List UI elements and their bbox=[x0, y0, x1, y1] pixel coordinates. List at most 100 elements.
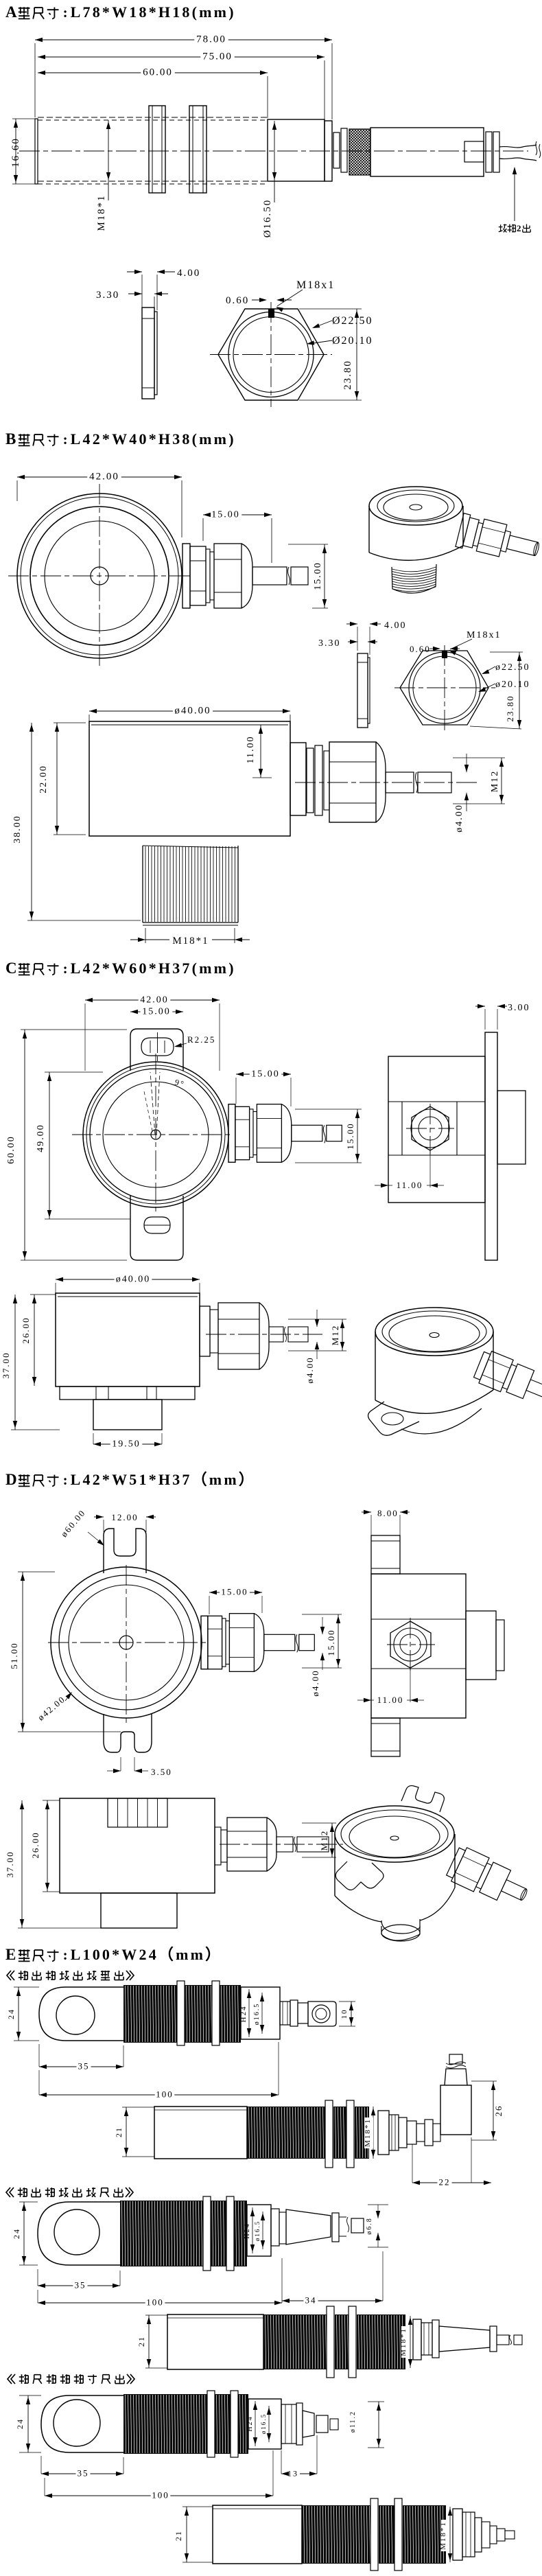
svg-text:ø40.00: ø40.00 bbox=[116, 1275, 151, 1285]
svg-text:ø11.2: ø11.2 bbox=[349, 2411, 357, 2433]
svg-text:23.80: 23.80 bbox=[342, 360, 353, 390]
svg-text:L42*W40*H38(mm): L42*W40*H38(mm) bbox=[71, 430, 236, 448]
svg-text:100: 100 bbox=[152, 2490, 169, 2500]
svg-text:Ø16.50: Ø16.50 bbox=[262, 199, 273, 238]
svg-text:3.00: 3.00 bbox=[508, 1003, 530, 1013]
svg-text:42.00: 42.00 bbox=[140, 995, 169, 1006]
svg-text:2: 2 bbox=[517, 223, 523, 233]
svg-text:3.30: 3.30 bbox=[318, 638, 341, 649]
svg-text:15.00: 15.00 bbox=[211, 510, 240, 520]
svg-text::: : bbox=[63, 1472, 69, 1488]
svg-text:B: B bbox=[5, 430, 17, 448]
svg-text:ø4.00: ø4.00 bbox=[305, 1356, 315, 1383]
svg-text:ø16.5: ø16.5 bbox=[253, 2003, 261, 2026]
svg-text:M18*1: M18*1 bbox=[172, 936, 209, 947]
svg-text:78.00: 78.00 bbox=[196, 34, 226, 45]
svg-text:C: C bbox=[5, 960, 19, 977]
svg-text:3.30: 3.30 bbox=[96, 290, 119, 301]
svg-text:L42*W51*H37（mm）: L42*W51*H37（mm） bbox=[71, 1471, 256, 1488]
svg-text:15.00: 15.00 bbox=[221, 1587, 248, 1597]
svg-text:M18x1: M18x1 bbox=[296, 279, 335, 291]
svg-text:Ø20.10: Ø20.10 bbox=[332, 335, 373, 347]
svg-text:ø4.00: ø4.00 bbox=[310, 1669, 320, 1696]
svg-text:L42*W60*H37(mm): L42*W60*H37(mm) bbox=[71, 960, 236, 977]
svg-text:75.00: 75.00 bbox=[202, 51, 233, 62]
svg-text:13: 13 bbox=[287, 2469, 298, 2479]
svg-text:M12: M12 bbox=[330, 1325, 340, 1346]
svg-text:4.00: 4.00 bbox=[177, 268, 200, 279]
svg-text:11.00: 11.00 bbox=[397, 1180, 423, 1190]
svg-text:9°: 9° bbox=[174, 1077, 186, 1089]
svg-text::: : bbox=[63, 4, 69, 21]
svg-text:60.00: 60.00 bbox=[6, 1135, 16, 1164]
svg-text:35: 35 bbox=[78, 2468, 89, 2479]
svg-text:15.00: 15.00 bbox=[313, 561, 323, 590]
svg-text:D: D bbox=[5, 1471, 19, 1488]
svg-text:15.00: 15.00 bbox=[142, 1007, 171, 1017]
svg-text:A: A bbox=[5, 3, 19, 21]
svg-text:23.80: 23.80 bbox=[505, 695, 515, 721]
svg-text:ø16.5: ø16.5 bbox=[254, 2220, 261, 2241]
svg-text:Ø22.50: Ø22.50 bbox=[332, 315, 373, 327]
svg-text:42.00: 42.00 bbox=[89, 472, 119, 483]
svg-text:15.00: 15.00 bbox=[345, 1122, 355, 1149]
svg-text:49.00: 49.00 bbox=[36, 1124, 46, 1152]
svg-text:15.00: 15.00 bbox=[326, 1629, 336, 1656]
svg-text:34: 34 bbox=[305, 2295, 317, 2306]
svg-text:M12: M12 bbox=[490, 770, 500, 792]
svg-text:L100*W24（mm）: L100*W24（mm） bbox=[71, 1946, 223, 1963]
svg-text:0.60: 0.60 bbox=[226, 295, 249, 306]
svg-text::: : bbox=[63, 960, 69, 977]
svg-text:H24: H24 bbox=[244, 2223, 251, 2238]
svg-text:24: 24 bbox=[6, 2008, 16, 2019]
svg-text:M18*1: M18*1 bbox=[439, 2521, 447, 2550]
svg-text:21: 21 bbox=[137, 2336, 146, 2347]
svg-text::: : bbox=[63, 431, 69, 448]
svg-text::: : bbox=[63, 1947, 69, 1963]
svg-text:M18*1: M18*1 bbox=[364, 2118, 372, 2147]
svg-text:L78*W18*H18(mm): L78*W18*H18(mm) bbox=[71, 3, 236, 21]
svg-text:22.00: 22.00 bbox=[38, 765, 49, 793]
svg-text:ø40.00: ø40.00 bbox=[174, 706, 211, 717]
svg-text:100: 100 bbox=[156, 2089, 174, 2100]
svg-text:16.60: 16.60 bbox=[10, 137, 21, 167]
svg-text:ø20.10: ø20.10 bbox=[495, 680, 530, 690]
svg-text:M18*1: M18*1 bbox=[96, 194, 107, 231]
svg-text:ø22.50: ø22.50 bbox=[495, 662, 530, 673]
svg-text:ø16.5: ø16.5 bbox=[260, 2413, 267, 2434]
svg-text:M18x1: M18x1 bbox=[467, 630, 501, 640]
svg-text:ø6.8: ø6.8 bbox=[366, 2217, 373, 2235]
svg-text:8.00: 8.00 bbox=[377, 1508, 399, 1518]
svg-text:11.00: 11.00 bbox=[246, 736, 256, 764]
svg-text:3.50: 3.50 bbox=[151, 1767, 172, 1777]
svg-text:10: 10 bbox=[340, 2009, 349, 2019]
svg-text:35: 35 bbox=[78, 2061, 90, 2072]
svg-text:26: 26 bbox=[493, 2105, 504, 2117]
svg-text:19.50: 19.50 bbox=[112, 1439, 141, 1450]
svg-text:M18*1: M18*1 bbox=[399, 2328, 408, 2356]
svg-text:R2.25: R2.25 bbox=[187, 1034, 215, 1045]
svg-text:E: E bbox=[5, 1946, 17, 1963]
svg-text:24: 24 bbox=[15, 2418, 25, 2429]
svg-text:12.00: 12.00 bbox=[111, 1512, 138, 1522]
svg-text:ø4.00: ø4.00 bbox=[454, 804, 464, 833]
svg-text:60.00: 60.00 bbox=[143, 67, 173, 78]
svg-text:26.00: 26.00 bbox=[30, 1831, 40, 1858]
svg-text:22: 22 bbox=[439, 2177, 451, 2188]
svg-text:37.00: 37.00 bbox=[5, 1850, 15, 1877]
svg-text:35: 35 bbox=[75, 2280, 86, 2290]
svg-text:0.60: 0.60 bbox=[410, 644, 431, 654]
svg-text:26.00: 26.00 bbox=[21, 1316, 31, 1343]
svg-text:21: 21 bbox=[174, 2530, 183, 2541]
svg-text:H24: H24 bbox=[246, 2415, 254, 2431]
svg-text:38.00: 38.00 bbox=[12, 815, 23, 844]
svg-text:H24: H24 bbox=[239, 2006, 248, 2023]
svg-text:15.00: 15.00 bbox=[251, 1069, 280, 1080]
svg-text:4.00: 4.00 bbox=[384, 620, 407, 631]
svg-text:100: 100 bbox=[146, 2297, 164, 2308]
svg-text:21: 21 bbox=[114, 2126, 123, 2137]
svg-text:11.00: 11.00 bbox=[377, 1695, 404, 1705]
svg-text:51.00: 51.00 bbox=[9, 1642, 19, 1669]
svg-text:37.00: 37.00 bbox=[1, 1351, 11, 1378]
svg-text:M12: M12 bbox=[319, 1830, 329, 1851]
